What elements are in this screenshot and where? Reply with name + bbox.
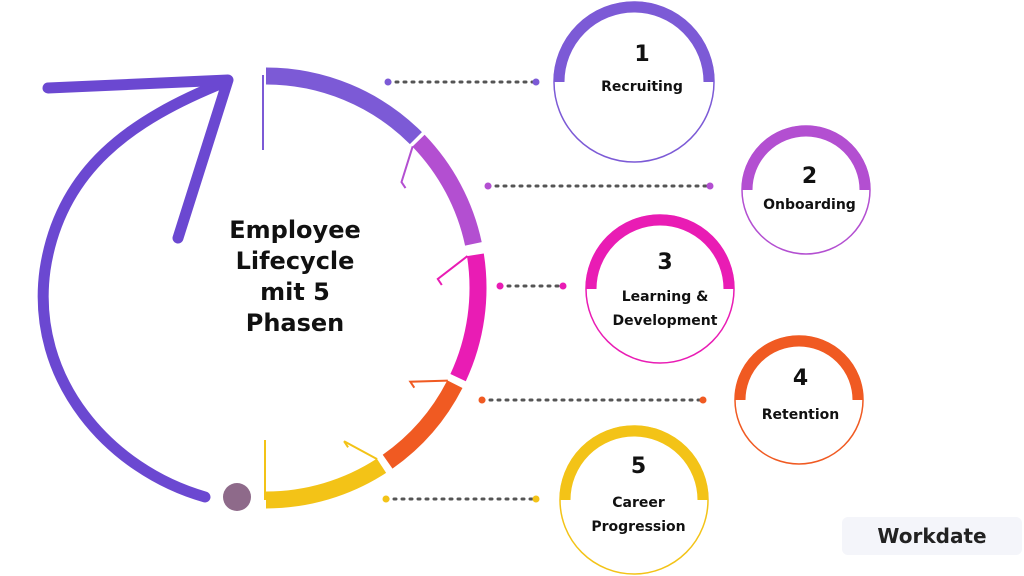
- connector-dot: [559, 282, 567, 290]
- transition-arrow-icon: [408, 379, 448, 389]
- connector-dot: [699, 396, 707, 404]
- workdate-logo: Workdate: [842, 517, 1022, 555]
- phase-arc-2: [741, 125, 871, 191]
- phase-5: 5 Career Progression: [566, 454, 711, 538]
- phase-arc-4: [734, 335, 864, 401]
- phase-number: 5: [630, 454, 647, 479]
- connector-dot: [532, 495, 540, 503]
- title-line: mit 5: [260, 278, 330, 306]
- phase-arc-1: [553, 1, 715, 83]
- connector-dot: [484, 182, 492, 190]
- phase-label: Retention: [761, 407, 840, 423]
- ring-segment-1: [265, 67, 422, 145]
- connector-dot: [478, 396, 486, 404]
- logo-text: Workdate: [877, 524, 987, 548]
- connector-dot: [706, 182, 714, 190]
- phase-number: 3: [657, 250, 673, 275]
- diagram-title: Employee Lifecycle mit 5 Phasen: [205, 215, 385, 339]
- phase-number: 2: [801, 164, 818, 189]
- lifecycle-ring: [262, 67, 487, 509]
- ring-segment-3: [450, 253, 487, 382]
- title-line: Lifecycle: [235, 247, 355, 275]
- phase-number: 4: [792, 366, 809, 391]
- phase-label: Progression: [591, 519, 686, 535]
- phase-circles: [553, 1, 871, 575]
- connector-dot: [384, 78, 392, 86]
- ring-segment-2: [412, 134, 482, 246]
- phase-arc-5: [559, 425, 709, 501]
- phase-label: Career: [612, 495, 665, 511]
- title-line: Phasen: [245, 309, 345, 337]
- phase-label: Development: [612, 313, 718, 329]
- connector-dot: [532, 78, 540, 86]
- phase-label: Recruiting: [601, 79, 683, 95]
- cycle-swoosh-arrow: [37, 76, 231, 503]
- phase-label: Learning &: [621, 289, 709, 305]
- connector-dot: [382, 495, 390, 503]
- ring-segment-5: [265, 458, 387, 509]
- phase-arc-3: [585, 214, 735, 290]
- phase-3: 3 Learning & Development: [590, 250, 740, 332]
- transition-arrow-icon: [400, 146, 414, 189]
- phase-number: 1: [634, 42, 650, 67]
- phase-1: 1 Recruiting: [572, 42, 712, 98]
- phase-2: 2 Onboarding: [742, 164, 877, 216]
- phase-4: 4 Retention: [733, 366, 868, 426]
- start-dot: [223, 483, 251, 511]
- title-line: Employee: [229, 216, 361, 244]
- connector-lines: [382, 78, 714, 503]
- ring-segment-4: [382, 380, 463, 469]
- transition-arrow-icon: [436, 255, 469, 286]
- phase-label: Onboarding: [763, 197, 856, 213]
- transition-arrow-icon: [343, 440, 378, 460]
- arrowhead-icon: [42, 74, 234, 244]
- connector-dot: [496, 282, 504, 290]
